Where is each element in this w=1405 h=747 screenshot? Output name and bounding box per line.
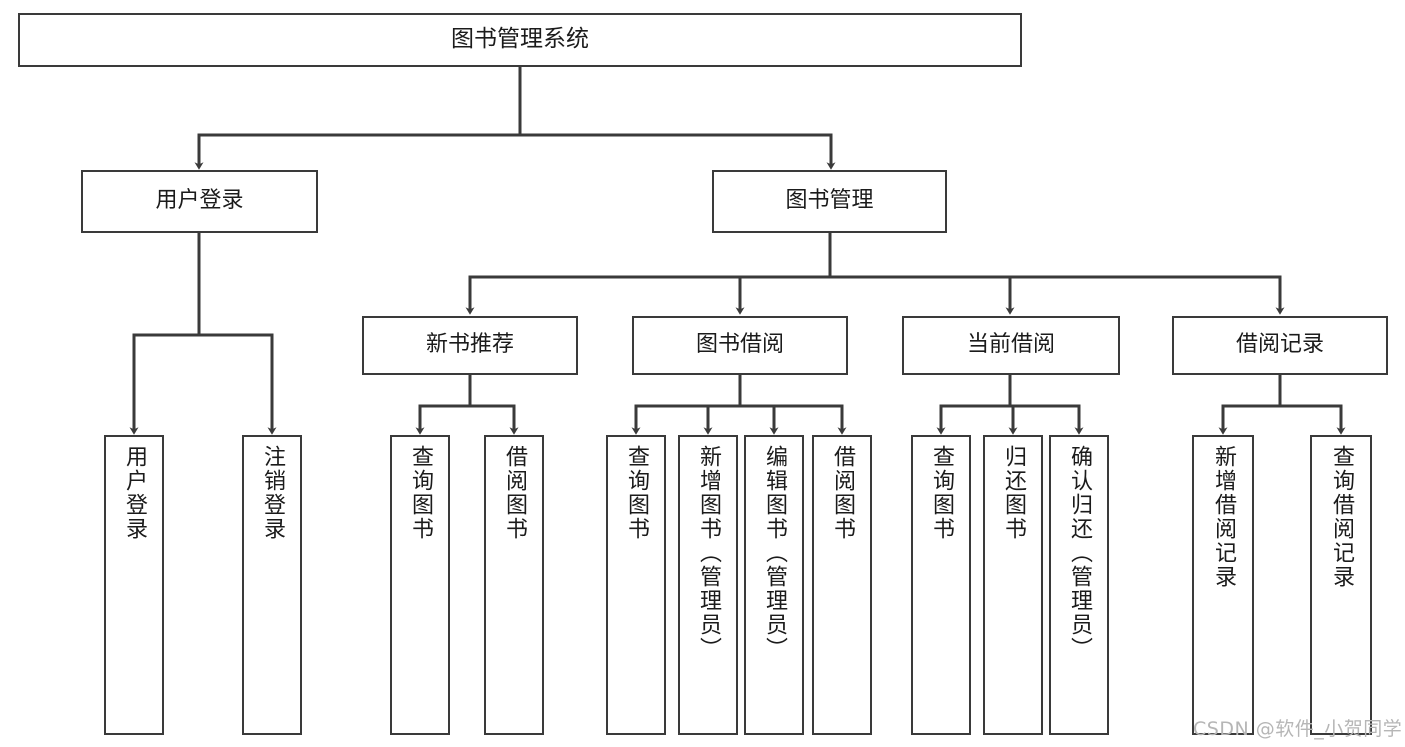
node-label: 图书借阅: [695, 332, 784, 358]
node-label: 查询图书: [408, 445, 433, 541]
leaf-user-logout[interactable]: 注销登录: [242, 435, 302, 735]
node-root-system[interactable]: 图书管理系统: [18, 13, 1022, 67]
node-book-manage[interactable]: 图书管理: [712, 170, 947, 233]
csdn-watermark: CSDN @软件_小贺同学: [1193, 718, 1403, 740]
node-label: 用户登录: [122, 445, 147, 541]
leaf-current-query-book[interactable]: 查询图书: [911, 435, 971, 735]
node-label: 编辑图书（管理员）: [762, 445, 787, 661]
node-label: 图书管理: [785, 188, 874, 214]
leaf-record-query[interactable]: 查询借阅记录: [1310, 435, 1372, 735]
node-label: 查询借阅记录: [1329, 445, 1354, 589]
node-label: 借阅图书: [502, 445, 527, 541]
node-label: 新增图书（管理员）: [696, 445, 721, 661]
node-label: 确认归还（管理员）: [1067, 445, 1092, 661]
node-current-borrow[interactable]: 当前借阅: [902, 316, 1120, 375]
node-label: 注销登录: [260, 445, 285, 541]
leaf-user-login[interactable]: 用户登录: [104, 435, 164, 735]
node-label: 查询图书: [624, 445, 649, 541]
node-label: 查询图书: [929, 445, 954, 541]
node-label: 新增借阅记录: [1211, 445, 1236, 589]
node-book-borrow[interactable]: 图书借阅: [632, 316, 848, 375]
leaf-current-return-book[interactable]: 归还图书: [983, 435, 1043, 735]
leaf-borrow-edit-book-admin[interactable]: 编辑图书（管理员）: [744, 435, 804, 735]
leaf-record-add[interactable]: 新增借阅记录: [1192, 435, 1254, 735]
node-label: 归还图书: [1001, 445, 1026, 541]
node-label: 新书推荐: [425, 332, 514, 358]
node-user-login[interactable]: 用户登录: [81, 170, 318, 233]
leaf-recommend-query-book[interactable]: 查询图书: [390, 435, 450, 735]
node-label: 图书管理系统: [451, 26, 589, 53]
leaf-borrow-lend-book[interactable]: 借阅图书: [812, 435, 872, 735]
node-borrow-record[interactable]: 借阅记录: [1172, 316, 1388, 375]
node-label: 当前借阅: [966, 332, 1055, 358]
node-new-book-rec[interactable]: 新书推荐: [362, 316, 578, 375]
node-label: 借阅图书: [830, 445, 855, 541]
node-label: 借阅记录: [1235, 332, 1324, 358]
leaf-borrow-query-book[interactable]: 查询图书: [606, 435, 666, 735]
node-label: 用户登录: [155, 188, 244, 214]
leaf-borrow-add-book-admin[interactable]: 新增图书（管理员）: [678, 435, 738, 735]
leaf-recommend-borrow-book[interactable]: 借阅图书: [484, 435, 544, 735]
leaf-current-confirm-return-admin[interactable]: 确认归还（管理员）: [1049, 435, 1109, 735]
